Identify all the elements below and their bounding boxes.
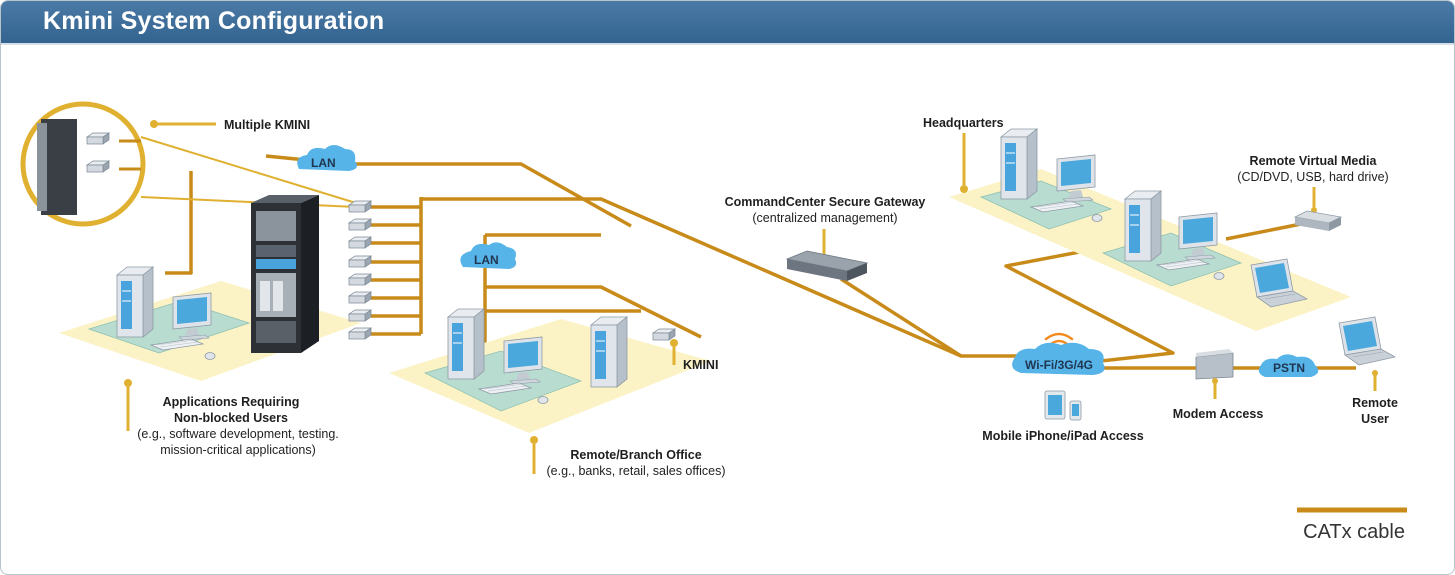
kmini-label: KMINI xyxy=(683,358,718,372)
kmini-dongle-icon xyxy=(348,200,372,213)
remote-user-label-1: Remote xyxy=(1352,396,1398,410)
mouse-icon xyxy=(1213,272,1225,280)
remote-user-group: Remote User xyxy=(1338,316,1398,426)
headquarters-zone xyxy=(949,128,1351,331)
mobile-access-label: Mobile iPhone/iPad Access xyxy=(982,429,1143,443)
kmini-dongle-icon xyxy=(348,218,372,231)
desktop-tower-icon xyxy=(1124,190,1162,262)
headquarters-label-group: Headquarters xyxy=(923,116,1004,193)
applications-title-2: Non-blocked Users xyxy=(174,411,288,425)
desktop-tower-icon xyxy=(1000,128,1038,200)
tablet-icon xyxy=(1044,390,1066,420)
modem-label: Modem Access xyxy=(1173,407,1264,421)
title-bar: Kmini System Configuration xyxy=(1,1,1454,45)
remote-user-label-2: User xyxy=(1361,412,1389,426)
modem-group: Modem Access xyxy=(1173,349,1264,421)
gateway-group: CommandCenter Secure Gateway (centralize… xyxy=(725,195,926,281)
kmini-dongle-icon xyxy=(348,327,372,340)
desktop-tower-icon xyxy=(590,316,628,388)
usb-drive-icon xyxy=(1293,210,1343,231)
server-rack-icon xyxy=(251,195,319,353)
headquarters-label: Headquarters xyxy=(923,116,1004,130)
pstn-cloud-group: PSTN xyxy=(1258,354,1319,377)
applications-title-1: Applications Requiring xyxy=(163,395,300,409)
wifi-cloud-group: Wi-Fi/3G/4G Mobile iPhone/iPad Access xyxy=(982,332,1144,443)
cloud-icon xyxy=(1258,354,1319,377)
applications-subtitle-1: (e.g., software development, testing. xyxy=(137,427,339,441)
legend-label: CATx cable xyxy=(1303,521,1405,543)
kmini-dongle-icon xyxy=(652,328,676,341)
mouse-icon xyxy=(1091,214,1103,222)
gateway-title: CommandCenter Secure Gateway xyxy=(725,195,926,209)
mouse-icon xyxy=(204,352,216,360)
cloud-icon xyxy=(460,242,517,269)
kmini-dongle-icon xyxy=(348,255,372,268)
rack-kmini-column xyxy=(348,200,372,340)
multiple-kmini-callout: Multiple KMINI xyxy=(150,118,310,132)
cloud-icon xyxy=(1012,342,1105,375)
phone-icon xyxy=(1069,400,1082,421)
remote-virtual-media-group: Remote Virtual Media (CD/DVD, USB, hard … xyxy=(1237,154,1389,231)
kmini-dongle-icon xyxy=(348,291,372,304)
laptop-icon xyxy=(1338,316,1396,366)
kmini-dongle-icon xyxy=(86,160,110,173)
desktop-tower-icon xyxy=(116,266,154,338)
kmini-dongle-icon xyxy=(86,132,110,145)
pstn-label: PSTN xyxy=(1273,361,1305,375)
branch-subtitle: (e.g., banks, retail, sales offices) xyxy=(546,464,725,478)
branch-label-group: Remote/Branch Office (e.g., banks, retai… xyxy=(530,436,726,478)
wifi-label: Wi-Fi/3G/4G xyxy=(1025,358,1093,372)
cloud-icon xyxy=(297,145,357,171)
catx-cables xyxy=(165,154,1356,370)
lan-cloud-top: LAN xyxy=(297,145,357,171)
modem-icon xyxy=(1195,349,1234,380)
applications-subtitle-2: mission-critical applications) xyxy=(160,443,316,457)
lan-label: LAN xyxy=(311,156,336,170)
gateway-subtitle: (centralized management) xyxy=(752,211,897,225)
desktop-tower-icon xyxy=(447,308,485,380)
rvm-subtitle: (CD/DVD, USB, hard drive) xyxy=(1237,170,1388,184)
page-title: Kmini System Configuration xyxy=(43,7,385,35)
branch-title: Remote/Branch Office xyxy=(570,448,701,462)
lan-cloud-branch: LAN xyxy=(460,242,517,269)
branch-office-zone xyxy=(389,308,711,433)
rvm-title: Remote Virtual Media xyxy=(1250,154,1378,168)
applications-label-group: Applications Requiring Non-blocked Users… xyxy=(124,379,339,457)
mouse-icon xyxy=(537,396,549,404)
kmini-dongle-icon xyxy=(348,273,372,286)
kmini-callout: KMINI xyxy=(670,339,718,372)
zoom-callout xyxy=(20,101,357,227)
multiple-kmini-label: Multiple KMINI xyxy=(224,118,310,132)
gateway-appliance-icon xyxy=(785,250,869,281)
legend: CATx cable xyxy=(1297,507,1407,543)
kmini-dongle-icon xyxy=(348,309,372,322)
lan-branch-label: LAN xyxy=(474,253,499,267)
kmini-dongle-icon xyxy=(348,236,372,249)
